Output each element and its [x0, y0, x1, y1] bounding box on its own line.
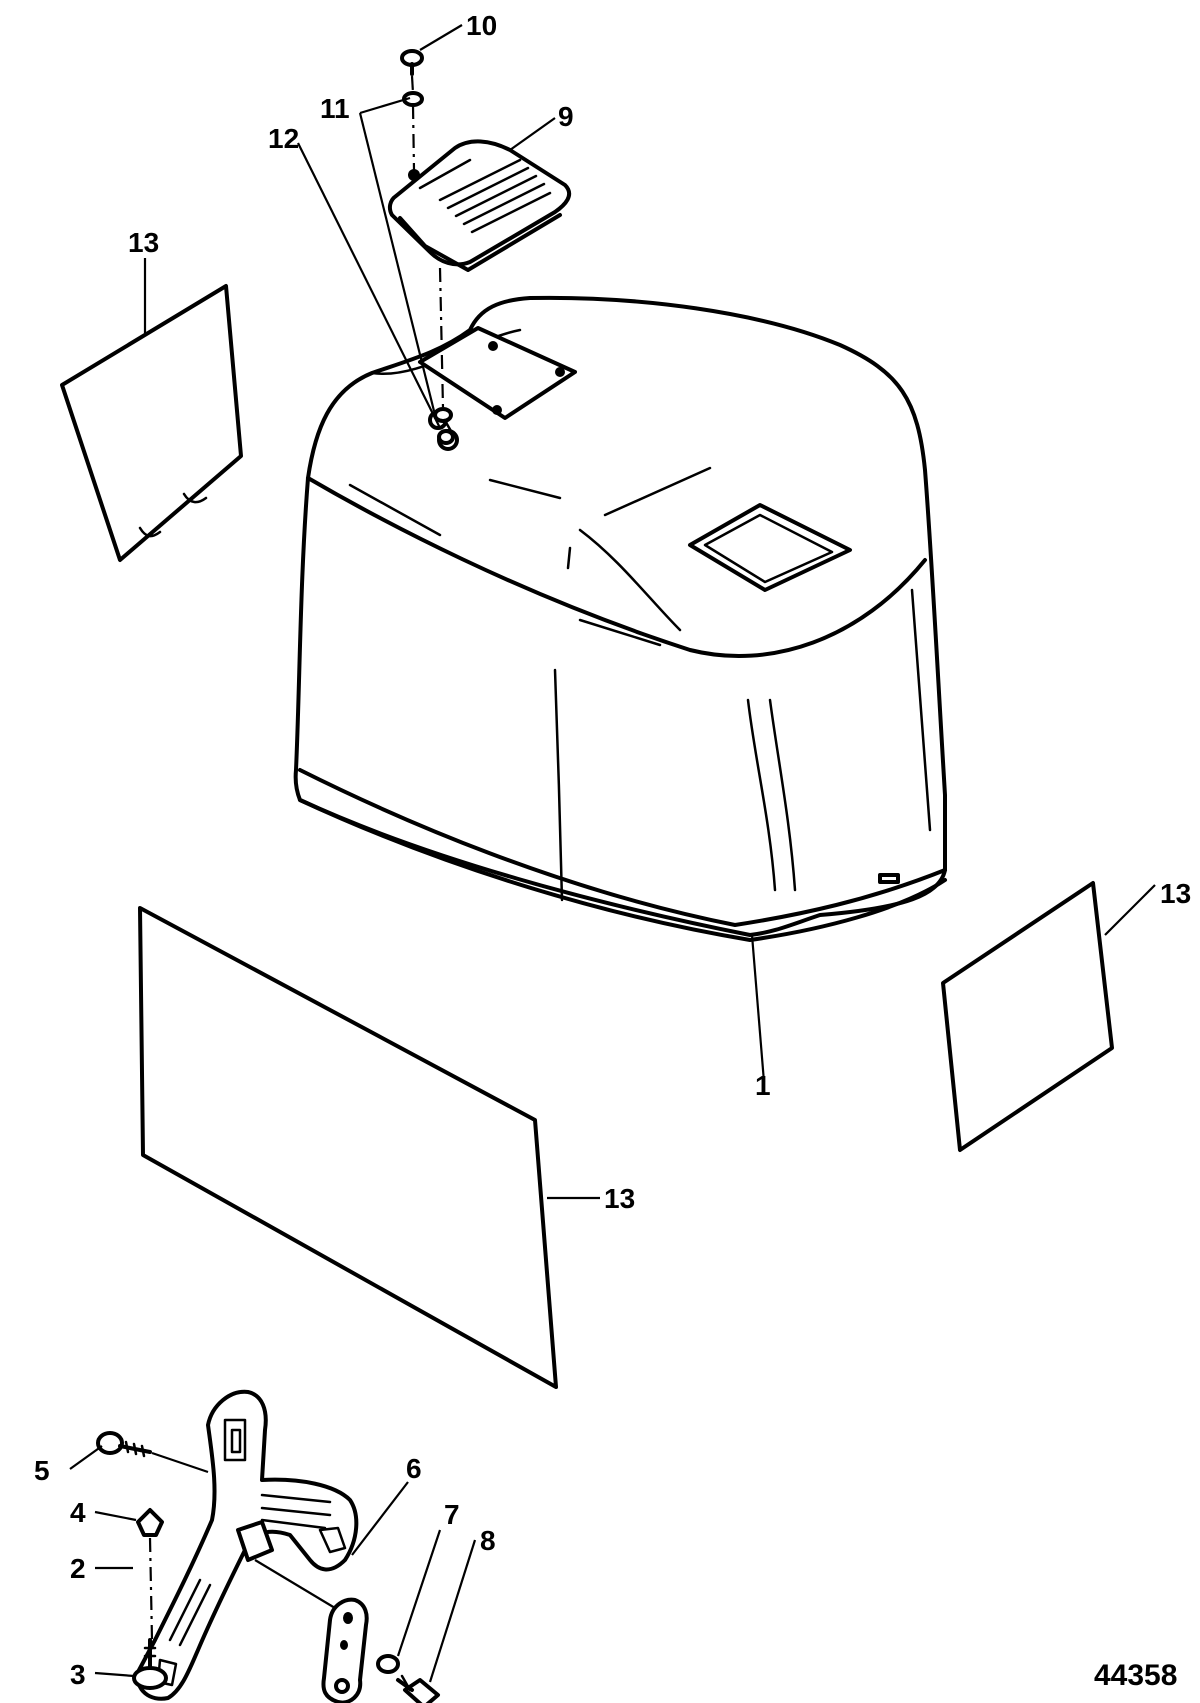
callout-8: 8: [480, 1525, 496, 1556]
callout-11: 11: [320, 93, 350, 124]
part-decal-right: [941, 881, 1114, 1152]
callout-2: 2: [70, 1553, 86, 1584]
part-bracket-2: [135, 1389, 359, 1701]
leader-lines: [69, 24, 1156, 1683]
part-screw-5: [96, 1431, 152, 1458]
figure-number: 44358: [1094, 1659, 1177, 1692]
callout-13-left: 13: [128, 227, 159, 258]
part-vent-plate: [387, 139, 572, 272]
callout-6: 6: [406, 1453, 422, 1484]
callout-labels: 10 11 12 9 13 13 13 1 5 4 2 3 6 7 8: [34, 10, 1191, 1690]
callout-13-right: 13: [1160, 878, 1191, 909]
callout-5: 5: [34, 1455, 50, 1486]
part-link-6: [321, 1597, 369, 1703]
callout-9: 9: [558, 101, 574, 132]
part-grommet-12: [437, 429, 455, 445]
callout-12: 12: [268, 123, 299, 154]
part-washer-11: [402, 91, 453, 423]
part-bolt-8: [396, 1674, 440, 1703]
callout-10: 10: [466, 10, 497, 41]
part-washer-7: [376, 1654, 400, 1674]
callout-1: 1: [755, 1070, 771, 1101]
part-screw-3: [132, 1638, 168, 1690]
callout-7: 7: [444, 1499, 460, 1530]
part-nut-4: [136, 1508, 164, 1537]
part-decal-side: [138, 906, 558, 1389]
callout-13-side: 13: [604, 1183, 635, 1214]
part-screw-10: [400, 49, 424, 76]
part-decal-left: [60, 284, 243, 562]
callout-3: 3: [70, 1659, 86, 1690]
part-top-cowl: [293, 295, 947, 942]
callout-4: 4: [70, 1497, 86, 1528]
